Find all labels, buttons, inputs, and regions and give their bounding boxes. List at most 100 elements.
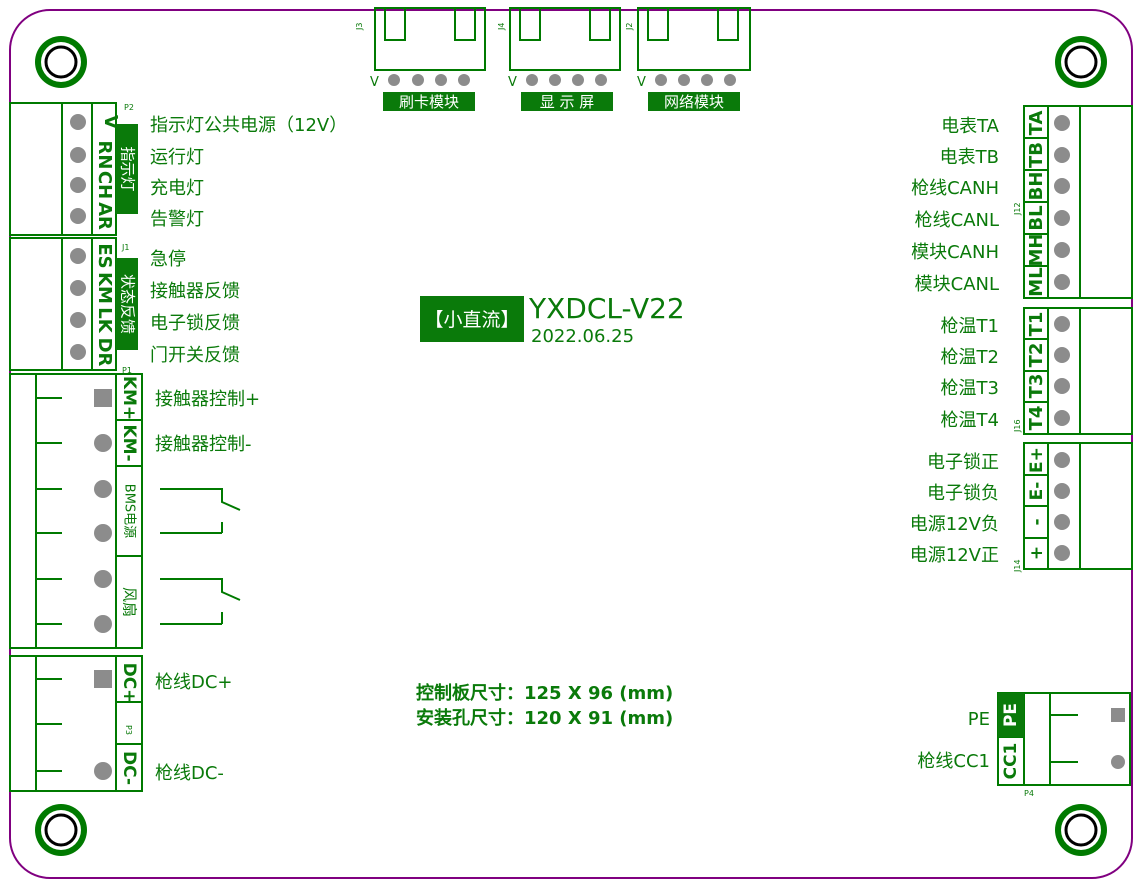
title-block: 【小直流】 YXDCL-V22 2022.06.25	[420, 292, 685, 347]
mounting-hole-bottom-left	[35, 804, 87, 856]
desc: 充电灯	[150, 178, 204, 199]
pin-ar: AR	[94, 202, 115, 230]
pin-pe: PE	[1001, 703, 1021, 727]
relay-switch-fan	[160, 578, 241, 625]
pin-rn: RN	[94, 141, 115, 170]
desc: 模块CANH	[911, 242, 999, 263]
pin-cc1: CC1	[1001, 743, 1021, 780]
desc: 运行灯	[150, 147, 204, 168]
pin-bh: BH	[1026, 172, 1047, 201]
connector-j4: J4 V 显 示 屏	[497, 7, 621, 111]
pin-e-plus: E+	[1027, 447, 1047, 473]
pin-t4: T4	[1026, 406, 1047, 431]
pin-minus: -	[1027, 518, 1047, 525]
desc: 枪线CC1	[917, 751, 990, 772]
connector-ref: J16	[1013, 419, 1022, 433]
title-badge: 【小直流】	[424, 309, 519, 331]
desc: 指示灯公共电源（12V）	[150, 115, 347, 136]
desc: 枪温T2	[941, 347, 999, 368]
dimension-board: 控制板尺寸：125 X 96 (mm)	[416, 682, 673, 704]
desc: 枪线DC-	[155, 763, 224, 784]
desc: 枪温T1	[941, 316, 999, 337]
connector-j2: J2 V 网络模块	[625, 7, 751, 111]
fan-label: 风扇	[121, 587, 139, 617]
pin-ml: ML	[1026, 267, 1047, 296]
connector-ref: J2	[625, 23, 634, 31]
connector-label: 网络模块	[664, 93, 724, 111]
desc: 枪线CANH	[911, 178, 999, 199]
pin-bl: BL	[1026, 205, 1047, 230]
pin-dc-minus: DC-	[119, 751, 139, 785]
desc: 电子锁反馈	[150, 313, 240, 334]
pin-e-minus: E-	[1027, 482, 1047, 501]
desc: 电表TA	[941, 116, 1000, 137]
pin-ta: TA	[1026, 111, 1047, 136]
desc: 电子锁正	[927, 452, 999, 473]
mounting-hole-top-left	[35, 36, 87, 88]
bms-label: BMS电源	[122, 484, 137, 538]
connector-ref: J1	[121, 243, 129, 252]
connector-j14: E+ E- - + J14 电子锁正 电子锁负 电源12V负 电源12V正	[910, 442, 1133, 573]
board-title: YXDCL-V22	[528, 292, 685, 325]
pin-label-v: V	[370, 75, 379, 90]
pin-dc-plus: DC+	[119, 663, 139, 704]
desc: 枪温T4	[941, 410, 999, 431]
connector-j3: J3 V 刷卡模块	[355, 7, 486, 111]
desc: PE	[968, 709, 990, 730]
pin-t2: T2	[1026, 343, 1047, 368]
board-date: 2022.06.25	[531, 326, 634, 347]
connector-label: 显 示 屏	[540, 93, 595, 111]
desc: 枪线DC+	[155, 672, 233, 693]
pin-lk: LK	[94, 307, 115, 333]
pin-km: KM	[94, 272, 115, 304]
pin-dr: DR	[94, 338, 115, 367]
mounting-hole-bottom-right	[1055, 804, 1107, 856]
desc: 门开关反馈	[150, 345, 240, 366]
connector-p2: V RN CH AR P2 指示灯 指示灯公共电源（12V） 运行灯 充电灯 告…	[9, 102, 347, 236]
connector-label: 刷卡模块	[399, 93, 459, 111]
pin-es: ES	[94, 243, 115, 268]
pin-v: V	[100, 115, 121, 129]
connector-ref: J4	[497, 23, 506, 31]
pin-ch: CH	[94, 171, 115, 199]
desc: 告警灯	[150, 209, 204, 230]
connector-ref: P2	[124, 103, 134, 112]
group-label: 状态反馈	[119, 274, 137, 334]
desc: 接触器反馈	[150, 281, 240, 302]
pin-label-v: V	[637, 75, 646, 90]
connector-j1: ES KM LK DR J1 状态反馈 急停 接触器反馈 电子锁反馈 门开关反馈	[9, 237, 240, 371]
connector-j16: T1 T2 T3 T4 J16 枪温T1 枪温T2 枪温T3 枪温T4	[941, 307, 1133, 435]
desc: 电源12V正	[910, 545, 999, 566]
connector-ref: P3	[124, 725, 133, 735]
desc: 接触器控制-	[155, 434, 252, 455]
pin-km-plus: KM+	[119, 376, 139, 420]
desc: 枪温T3	[941, 378, 999, 399]
dimension-holes: 安装孔尺寸：120 X 91 (mm)	[416, 707, 673, 729]
connector-j12: TA TB BH BL MH ML J12 电表TA 电表TB 枪线CANH 枪…	[911, 105, 1133, 299]
connector-p3: DC+ DC- P3 枪线DC+ 枪线DC-	[9, 655, 233, 792]
connector-p1: P1 KM+ KM- BMS电源 风扇 接触器控制+ 接触器控制-	[9, 366, 260, 649]
desc: 电源12V负	[910, 514, 999, 535]
connector-ref: P1	[122, 366, 132, 375]
relay-switch-bms	[160, 488, 241, 534]
connector-ref: J3	[355, 23, 364, 31]
desc: 电子锁负	[927, 483, 999, 504]
desc: 接触器控制+	[155, 389, 260, 410]
pin-t3: T3	[1026, 374, 1047, 399]
pin-label-v: V	[508, 75, 517, 90]
desc: 枪线CANL	[915, 210, 999, 231]
pin-km-minus: KM-	[119, 424, 139, 461]
connector-ref: P4	[1024, 789, 1034, 798]
group-label: 指示灯	[119, 146, 137, 191]
desc: 模块CANL	[915, 274, 999, 295]
connector-p4: PE CC1 P4 PE 枪线CC1	[917, 692, 1131, 798]
connector-ref: J14	[1013, 559, 1022, 573]
pin-plus: +	[1027, 546, 1047, 560]
desc: 电表TB	[940, 147, 999, 168]
pin-tb: TB	[1026, 142, 1047, 168]
pin-mh: MH	[1026, 234, 1047, 267]
connector-ref: J12	[1013, 202, 1022, 216]
mounting-hole-top-right	[1055, 36, 1107, 88]
pin-t1: T1	[1026, 312, 1047, 337]
